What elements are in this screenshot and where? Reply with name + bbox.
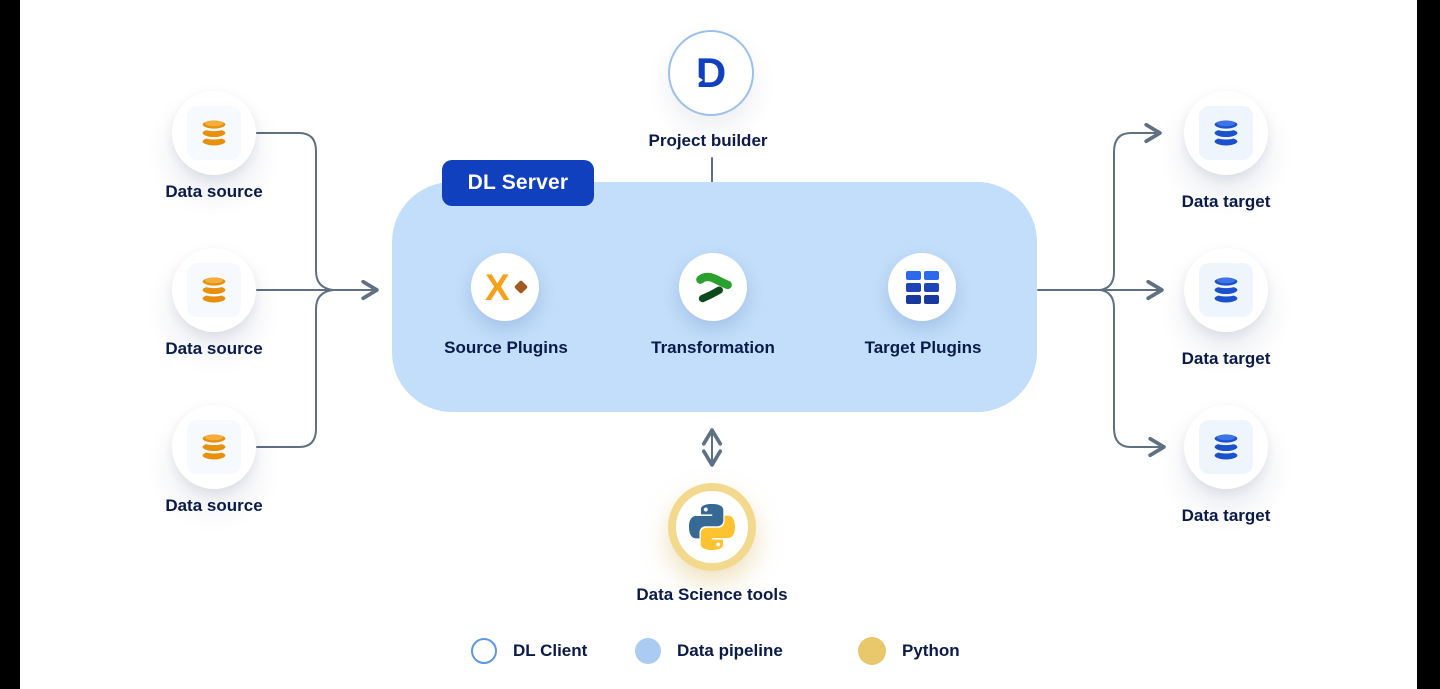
dl-client-swatch-icon [471, 638, 497, 664]
x-diamond-icon: X [481, 267, 529, 307]
legend-label: Data pipeline [677, 641, 783, 660]
python-swatch-icon [858, 637, 886, 665]
database-icon [187, 106, 241, 160]
dl-server-badge: DL Server [442, 160, 594, 206]
data-target-label: Data target [1181, 506, 1271, 525]
legend-item-python: Python [858, 637, 960, 665]
database-icon [187, 263, 241, 317]
legend-item-data-pipeline: Data pipeline [635, 637, 783, 665]
target-plugins-node [888, 253, 956, 321]
right-edge-bar [1417, 0, 1440, 689]
data-source-label: Data source [165, 496, 263, 515]
data-target-node [1184, 405, 1268, 489]
python-icon [689, 504, 735, 550]
data-source-label: Data source [165, 182, 263, 201]
data-source-node [172, 248, 256, 332]
d-logo-icon: D [693, 49, 727, 96]
connector-target-bottom [1099, 289, 1166, 458]
data-target-node [1184, 248, 1268, 332]
target-plugins-label: Target Plugins [864, 338, 982, 357]
data-source-node [172, 405, 256, 489]
database-icon [1199, 263, 1253, 317]
data-target-label: Data target [1181, 349, 1271, 368]
project-builder-node: D [668, 30, 754, 116]
dl-server-badge-label: DL Server [467, 171, 569, 194]
data-target-node [1184, 91, 1268, 175]
database-icon [1199, 106, 1253, 160]
source-plugins-node: X [471, 253, 539, 321]
diamond-shape [513, 279, 529, 295]
data-target-label: Data target [1181, 192, 1271, 211]
data-pipeline-swatch-icon [635, 638, 661, 664]
connector-source-top [256, 132, 334, 291]
database-icon [1199, 420, 1253, 474]
connector-target-top [1099, 122, 1162, 291]
data-source-node [172, 91, 256, 175]
connector-source-bottom [256, 289, 334, 448]
transformation-node [679, 253, 747, 321]
legend-label: DL Client [513, 641, 588, 660]
project-builder-label: Project builder [648, 131, 768, 150]
data-science-label: Data Science tools [636, 585, 788, 604]
green-chevron-icon [696, 272, 732, 303]
database-icon [187, 420, 241, 474]
legend-item-dl-client: DL Client [471, 637, 587, 665]
left-edge-bar [0, 0, 20, 689]
transformation-label: Transformation [651, 338, 775, 357]
source-plugins-label: Source Plugins [444, 338, 568, 357]
legend-label: Python [902, 641, 960, 660]
grid-icon [905, 270, 939, 304]
data-source-label: Data source [165, 339, 263, 358]
data-science-node [668, 483, 756, 571]
d-logo-notch [693, 74, 703, 86]
